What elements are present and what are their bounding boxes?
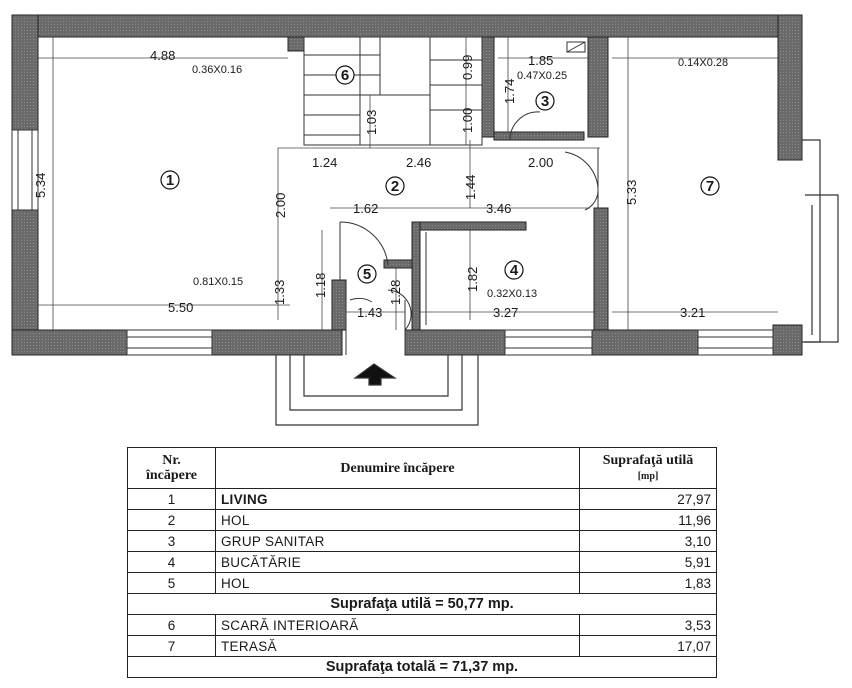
terrace-outline [802,139,839,343]
dim-185: 1.85 [528,53,553,68]
dim-144: 1.44 [463,175,478,200]
dim-174: 1.74 [502,79,517,104]
room-7-label: 7 [700,176,720,196]
row-name: HOL [215,572,580,594]
subtotal-text: Suprafaţa utilă = 50,77 mp. [127,593,717,615]
row-nr: 3 [127,530,216,552]
dim-133: 1.33 [272,280,287,305]
room-1-number: 1 [166,172,174,189]
dim-014: 0.14X0.28 [678,57,728,69]
row-nr: 6 [127,614,216,636]
subtotal-row: Suprafaţa utilă = 50,77 mp. [127,593,717,615]
row-area: 3,10 [579,530,717,552]
header-name: Denumire încăpere [215,447,580,489]
row-area: 3,53 [579,614,717,636]
room-1-label: 1 [160,170,180,190]
room-5-number: 5 [363,266,371,283]
dim-081: 0.81X0.15 [193,276,243,288]
windows [11,129,774,356]
room-2-number: 2 [391,178,399,195]
exterior-walls [11,14,803,356]
row-nr: 4 [127,551,216,573]
row-area: 1,83 [579,572,717,594]
row-nr: 1 [127,488,216,510]
table-row: 7 TERASĂ 17,07 [127,635,717,657]
row-nr: 2 [127,509,216,531]
total-row: Suprafaţa totală = 71,37 mp. [127,656,717,678]
table-row: 1 LIVING 27,97 [127,488,717,510]
row-area: 11,96 [579,509,717,531]
interior-lines [303,36,599,355]
row-name: SCARĂ INTERIOARĂ [215,614,580,636]
dimension-labels: 4.88 0.36X0.16 5.34 5.50 0.81X0.15 1.24 … [33,48,728,320]
dim-200h: 2.00 [273,193,288,218]
row-area: 17,07 [579,635,717,657]
dim-036: 0.36X0.16 [192,64,242,76]
room-4-number: 4 [510,262,519,279]
room-5-label: 5 [357,264,377,284]
dim-327: 3.27 [493,305,518,320]
row-name: BUCĂTĂRIE [215,551,580,573]
room-6-label: 6 [335,65,355,85]
header-nr-line2: încăpere [145,468,198,483]
table-row: 6 SCARĂ INTERIOARĂ 3,53 [127,614,717,636]
dim-047: 0.47X0.25 [517,70,567,82]
dim-100: 1.00 [460,108,475,133]
dim-103: 1.03 [364,110,379,135]
floor-plan: 1 2 3 4 5 6 7 4.88 0.36X0.16 5.34 5.50 0… [11,14,839,426]
table-row: 5 HOL 1,83 [127,572,717,594]
header-nr: Nr.încăpere [127,447,216,489]
row-name: LIVING [215,488,580,510]
entrance-steps [275,355,479,426]
dim-534: 5.34 [33,173,48,198]
header-nr-line1: Nr. [162,453,181,468]
header-area: Suprafaţă utilă [mp] [579,447,717,489]
dim-032: 0.32X0.13 [487,288,537,300]
dim-099: 0.99 [460,55,475,80]
row-name: GRUP SANITAR [215,530,580,552]
total-text: Suprafaţa totală = 71,37 mp. [127,656,717,678]
dim-182: 1.82 [465,267,480,292]
row-nr: 5 [127,572,216,594]
table-row: 3 GRUP SANITAR 3,10 [127,530,717,552]
dim-488: 4.88 [150,48,175,63]
dim-124: 1.24 [312,155,337,170]
header-area-unit: [mp] [637,470,659,482]
dim-200v: 2.00 [528,155,553,170]
dim-162: 1.62 [353,201,378,216]
table-row: 4 BUCĂTĂRIE 5,91 [127,551,717,573]
row-area: 27,97 [579,488,717,510]
dim-346: 3.46 [486,201,511,216]
room-2-label: 2 [385,176,405,196]
header-area-label: Suprafaţă utilă [602,452,694,468]
row-name: TERASĂ [215,635,580,657]
room-7-number: 7 [706,178,714,195]
dim-128: 1.28 [388,280,403,305]
row-name: HOL [215,509,580,531]
dim-533: 5.33 [624,180,639,205]
dim-246: 2.46 [406,155,431,170]
room-labels: 1 2 3 4 5 6 7 [160,65,720,284]
room-3-label: 3 [535,91,555,111]
dim-143: 1.43 [357,305,382,320]
dim-550: 5.50 [168,300,193,315]
dim-321: 3.21 [680,305,705,320]
dim-118: 1.18 [313,273,328,298]
table-header-row: Nr.încăpere Denumire încăpere Suprafaţă … [127,447,717,489]
row-area: 5,91 [579,551,717,573]
dimension-lines [38,37,778,330]
row-nr: 7 [127,635,216,657]
room-4-label: 4 [504,260,524,280]
room-3-number: 3 [541,93,549,110]
room-6-number: 6 [341,67,349,84]
table-row: 2 HOL 11,96 [127,509,717,531]
room-area-table: Nr.încăpere Denumire încăpere Suprafaţă … [127,447,717,678]
